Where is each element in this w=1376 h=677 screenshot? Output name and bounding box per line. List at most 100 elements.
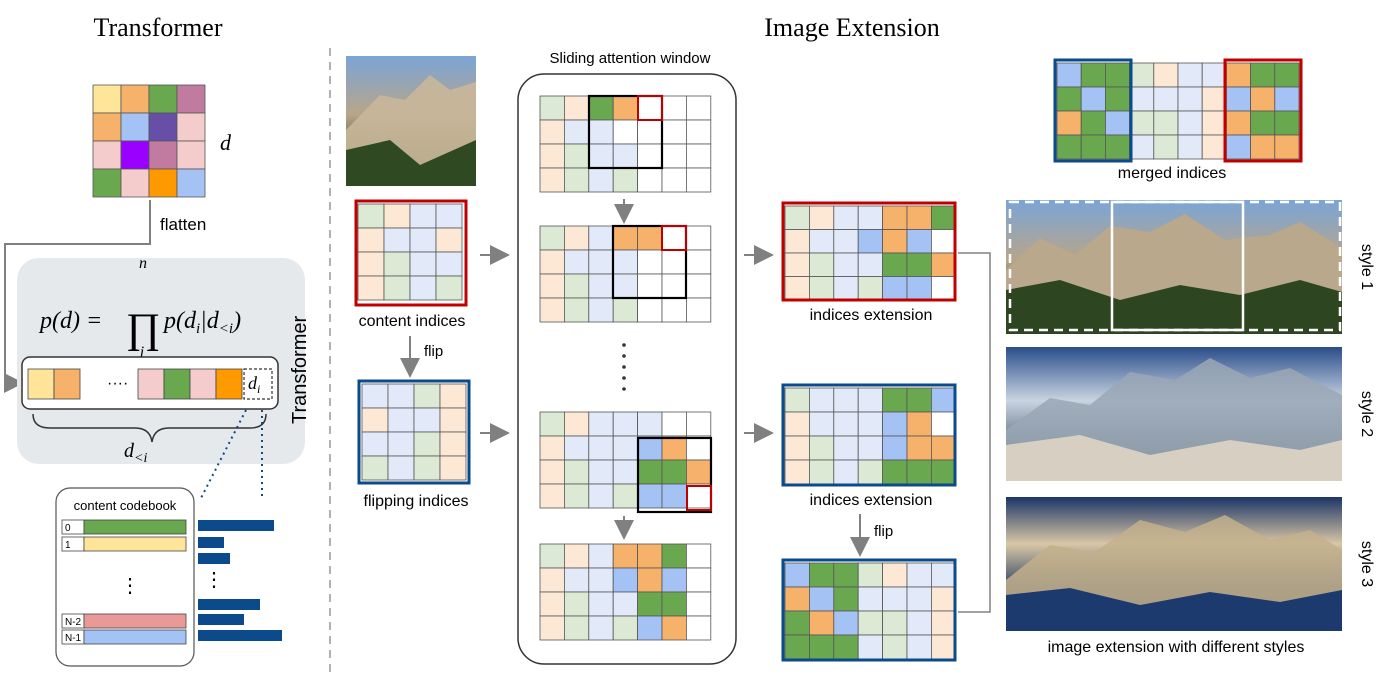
ext-flip-cell-cell <box>906 562 932 588</box>
window-step-1-cell <box>588 143 614 169</box>
window-step-2-cell <box>612 249 639 275</box>
ext-top-cell-cell <box>882 276 908 301</box>
window-step-2-cell <box>637 225 663 251</box>
window-step-4-cell <box>539 543 565 569</box>
window-step-2-cell <box>686 225 712 251</box>
ext-top-cell-cell <box>906 252 932 277</box>
merged-cell-cell <box>1153 110 1179 136</box>
window-step-2-cell <box>661 297 687 323</box>
window-step-4-cell <box>686 543 712 569</box>
window-step-1-cell <box>612 95 639 121</box>
content-index-cell <box>383 203 411 229</box>
ext-bot-cell-cell <box>857 411 884 437</box>
window-step-3-cell <box>612 483 639 509</box>
window-step-3-cell <box>564 435 590 461</box>
ext-flip-cell-cell <box>882 634 908 660</box>
ext-flip-cell-cell <box>809 586 835 612</box>
merged-cell-cell <box>1129 86 1155 112</box>
token-cell <box>176 112 206 142</box>
bars-ellipsis: ⋮ <box>204 569 224 591</box>
window-step-3-cell <box>637 483 663 509</box>
window-step-4-cell <box>612 591 639 617</box>
formula-product: ∏ <box>126 306 161 352</box>
window-step-4-cell <box>637 615 663 641</box>
token-cell <box>176 168 206 198</box>
ext-bot-cell-cell <box>931 411 957 437</box>
style-label-1: style 1 <box>1358 244 1375 290</box>
window-step-2-cell <box>686 297 712 323</box>
token-cell <box>176 84 206 114</box>
window-step-4-cell <box>539 567 565 593</box>
merged-cell-cell <box>1177 134 1203 160</box>
ext-flip-cell-cell <box>857 610 884 636</box>
window-step-4-cell <box>661 567 687 593</box>
dotted-link-left <box>199 409 247 501</box>
codebook-index: 1 <box>65 540 71 551</box>
next-token-sub: i <box>257 382 260 396</box>
window-step-1-target-cell <box>637 95 663 121</box>
sequence-token <box>137 368 165 400</box>
probability-bar <box>198 520 274 531</box>
window-step-3-cell <box>539 459 565 485</box>
ext-top-cell-cell <box>809 205 835 230</box>
ext-top-cell-cell <box>833 205 859 230</box>
window-step-1-cell <box>564 95 590 121</box>
window-step-3-cell <box>564 411 590 437</box>
merged-cell-cell <box>1177 110 1203 136</box>
content-index-cell <box>409 227 437 253</box>
window-step-3-cell <box>564 483 590 509</box>
window-step-3-cell <box>588 483 614 509</box>
ext-flip-cell-cell <box>809 562 835 588</box>
window-step-4-cell <box>661 615 687 641</box>
ext-bot-cell-cell <box>882 435 908 461</box>
flip-index-cell <box>387 455 415 481</box>
ext-bot-cell-cell <box>833 435 859 461</box>
merged-indices-label: merged indices <box>1118 165 1227 182</box>
content-index-cell <box>357 227 385 253</box>
formula-lower: i <box>140 344 144 361</box>
ext-top-cell-cell <box>809 229 835 254</box>
ext-flip-cell-cell <box>906 634 932 660</box>
merged-cell-cell <box>1105 86 1131 112</box>
window-step-1-cell <box>588 95 614 121</box>
window-step-2-cell <box>564 297 590 323</box>
merged-cell-cell <box>1105 110 1131 136</box>
window-step-2-cell <box>637 273 663 299</box>
window-step-4-cell <box>588 591 614 617</box>
style-label-3: style 3 <box>1358 541 1375 587</box>
token-cell <box>92 168 122 198</box>
window-step-1-cell <box>686 143 712 169</box>
token-cell <box>92 84 122 114</box>
merged-cell-cell <box>1201 110 1227 136</box>
ext-bot-cell-cell <box>882 387 908 413</box>
ext-top-cell-cell <box>809 276 835 301</box>
ext-top-cell-cell <box>882 252 908 277</box>
window-step-4-cell <box>588 615 614 641</box>
content-index-cell <box>357 203 385 229</box>
merged-cell-cell <box>1153 134 1179 160</box>
ext-top-cell-cell <box>784 229 810 254</box>
ext-bot-cell-cell <box>784 387 810 413</box>
flip-index-cell <box>439 431 467 457</box>
window-step-3-cell <box>539 411 565 437</box>
ext-top-cell-cell <box>931 205 957 230</box>
flip-index-cell <box>439 407 467 433</box>
content-index-cell <box>383 227 411 253</box>
window-step-2-cell <box>686 249 712 275</box>
window-step-2-cell <box>539 249 565 275</box>
codebook-index: N-2 <box>65 617 82 628</box>
probability-bar <box>198 599 260 610</box>
ext-flip-cell-cell <box>833 562 859 588</box>
window-step-3-cell <box>661 435 687 461</box>
ext-bot-cell-cell <box>784 459 810 485</box>
ext-top-cell-cell <box>857 276 884 301</box>
ext-bot-cell-cell <box>809 411 835 437</box>
sequence-token <box>215 368 243 400</box>
window-step-3-cell <box>686 459 712 485</box>
merged-cell-cell <box>1250 62 1276 88</box>
token-cell <box>148 140 178 170</box>
sequence-token <box>163 368 191 400</box>
window-step-3-cell <box>637 411 663 437</box>
left-title: Transformer <box>93 13 222 42</box>
